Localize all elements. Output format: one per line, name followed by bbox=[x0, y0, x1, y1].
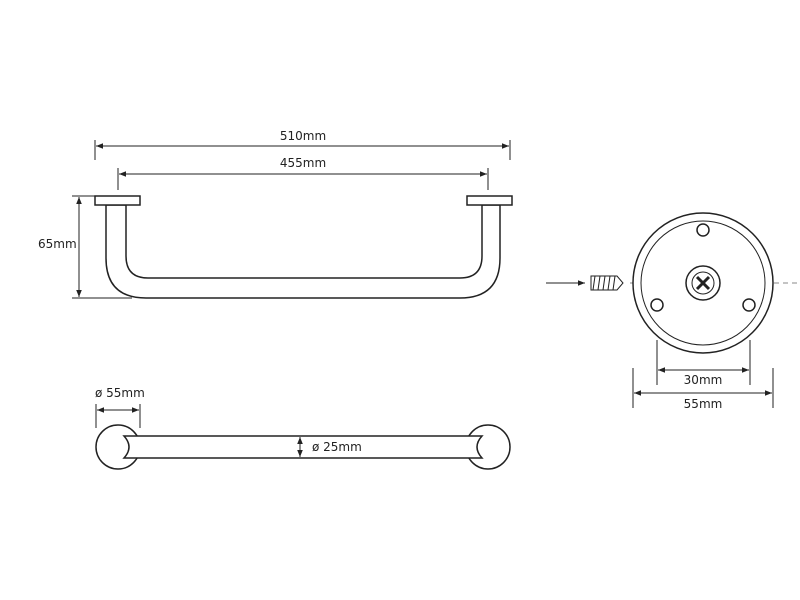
plate-diameter-label: 55mm bbox=[684, 397, 723, 411]
mount-hole-top bbox=[696, 223, 710, 237]
hole-spacing-label: 30mm bbox=[684, 373, 723, 387]
plan-view: ø 55mm ø 25mm bbox=[95, 386, 511, 470]
top-view: 510mm 455mm 65mm bbox=[38, 129, 513, 299]
overall-length-label: 510mm bbox=[280, 129, 326, 143]
right-flange bbox=[466, 195, 513, 206]
center-distance-label: 455mm bbox=[280, 156, 326, 170]
screw-icon bbox=[590, 275, 624, 291]
projection-label: 65mm bbox=[38, 237, 77, 251]
bar-tube bbox=[105, 204, 501, 299]
flange-diameter-label: ø 55mm bbox=[95, 386, 145, 400]
tube-plan bbox=[122, 435, 484, 459]
mount-hole-right bbox=[742, 298, 756, 312]
plate-inner bbox=[640, 220, 766, 346]
plate-view: 30mm 55mm bbox=[546, 212, 800, 411]
left-flange bbox=[94, 195, 141, 206]
cross-screw-icon bbox=[695, 275, 711, 291]
tube-diameter-label: ø 25mm bbox=[312, 440, 362, 454]
mount-hole-left bbox=[650, 298, 664, 312]
